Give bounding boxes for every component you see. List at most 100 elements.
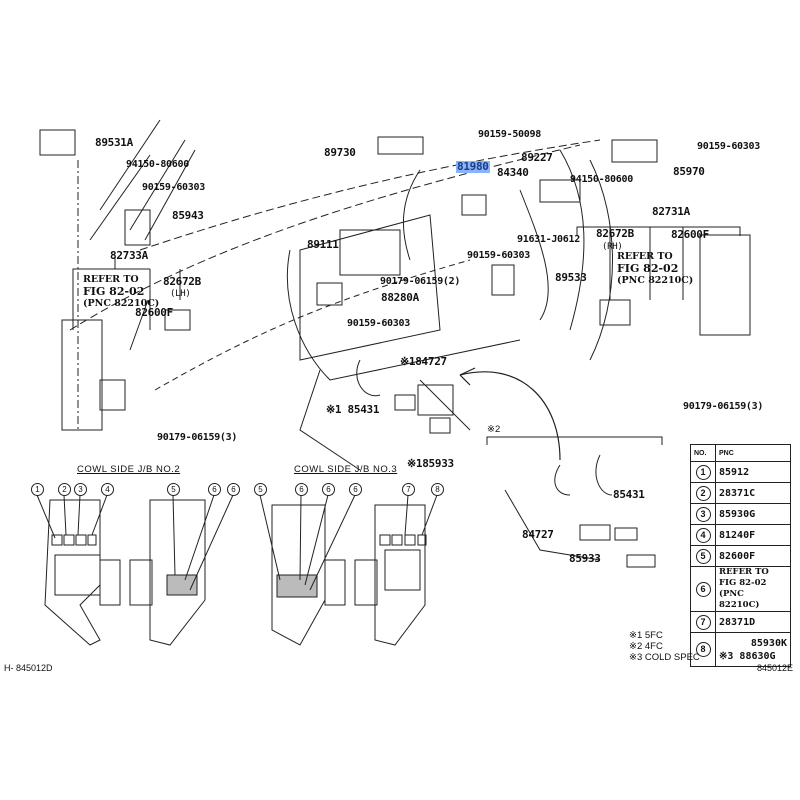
label-85431-star1[interactable]: ※1 85431 <box>326 403 380 416</box>
row-pnc[interactable]: REFER TO FIG 82-02 (PNC 82210C) <box>715 566 791 612</box>
module-89227 <box>539 179 581 203</box>
arrow-head <box>459 367 476 386</box>
label-82672b-rh[interactable]: 82672B <box>596 227 634 240</box>
label-91631-j0612[interactable]: 91631-J0612 <box>517 234 580 245</box>
label-85970[interactable]: 85970 <box>673 165 705 178</box>
jb2-title: COWL SIDE J/B NO.2 <box>77 464 181 475</box>
row-number: 8 <box>695 642 711 657</box>
row-pnc[interactable]: 81240F <box>715 524 791 546</box>
refer-right-line1: REFER TO <box>617 251 673 262</box>
inset-84727 <box>579 524 611 541</box>
row-pnc[interactable]: 28371C <box>715 482 791 504</box>
row6-line1: REFER TO <box>719 567 769 577</box>
label-85933-star1[interactable]: ※185933 <box>407 457 454 470</box>
callout-6-jb3-a: 6 <box>295 483 308 496</box>
label-rh: (RH) <box>602 242 623 252</box>
label-89531a[interactable]: 89531A <box>95 136 133 149</box>
row-pnc[interactable]: 82600F <box>715 545 791 567</box>
footer-left-code: H- 845012D <box>4 663 53 673</box>
label-84727-inset[interactable]: 84727 <box>522 528 554 541</box>
callout-5-jb3: 5 <box>254 483 267 496</box>
row-pnc[interactable]: 28371D <box>715 611 791 633</box>
callout-6-jb2-b: 6 <box>227 483 240 496</box>
jb2-rear-leaders <box>172 494 234 591</box>
row-number: 5 <box>695 548 711 564</box>
label-94150-80600-left[interactable]: 94150-80600 <box>126 159 189 170</box>
row6-line3: (PNC 82210C) <box>719 589 760 610</box>
header-pnc: PNC <box>715 444 791 462</box>
label-90159-60303-right[interactable]: 90159-60303 <box>697 141 760 152</box>
label-89533[interactable]: 89533 <box>555 271 587 284</box>
callout-3: 3 <box>74 483 87 496</box>
callout-6-jb3-c: 6 <box>349 483 362 496</box>
label-84727-star1[interactable]: ※184727 <box>400 355 447 368</box>
label-85943[interactable]: 85943 <box>172 209 204 222</box>
pillar-line-2 <box>129 139 186 231</box>
refer-note-right: REFER TO FIG 82-02 (PNC 82210C) <box>617 251 693 287</box>
label-85431-inset[interactable]: 85431 <box>613 488 645 501</box>
pnc-table-header: NO. PNC <box>690 444 791 462</box>
dash-outline-lower <box>154 259 471 391</box>
jb3-front-leaders <box>259 494 356 591</box>
label-82600f-left[interactable]: 82600F <box>135 306 173 319</box>
label-81980-highlighted[interactable]: 81980 <box>456 160 490 173</box>
label-90179-06159-3-left[interactable]: 90179-06159(3) <box>157 432 238 443</box>
label-82731a[interactable]: 82731A <box>652 205 690 218</box>
inset-85933 <box>626 554 656 568</box>
switch-89730 <box>377 136 424 155</box>
note-1: ※1 5FC <box>629 630 663 641</box>
row-number: 4 <box>695 527 711 543</box>
right-dash-curve <box>519 189 549 321</box>
row-pnc[interactable]: 85912 <box>715 461 791 483</box>
pillar-line-1 <box>99 119 161 211</box>
label-90159-60303-left[interactable]: 90159-60303 <box>142 182 205 193</box>
refer-right-line3: (PNC 82210C) <box>617 275 694 286</box>
label-82672b-lh[interactable]: 82672B <box>163 275 201 288</box>
row-number: 2 <box>695 485 711 501</box>
label-84340[interactable]: 84340 <box>497 166 529 179</box>
inset-bracket <box>486 436 663 445</box>
refer-left-line1: REFER TO <box>83 274 139 285</box>
row-pnc[interactable]: 85930K ※3 88630G <box>715 632 791 667</box>
label-94150-80600-right[interactable]: 94150-80600 <box>570 174 633 185</box>
label-85933-inset[interactable]: 85933 <box>569 552 601 565</box>
label-90159-50098[interactable]: 90159-50098 <box>478 129 541 140</box>
module-85431 <box>394 394 416 411</box>
bracket-82733a <box>72 258 181 330</box>
note-2: ※2 4FC <box>629 641 663 652</box>
refer-right-line2: FIG 82-02 <box>617 262 679 275</box>
console-right <box>419 379 471 431</box>
table-row: 6 REFER TO FIG 82-02 (PNC 82210C) <box>690 566 791 612</box>
label-88280a[interactable]: 88280A <box>381 291 419 304</box>
row8-line2: ※3 88630G <box>719 650 776 662</box>
row-pnc[interactable]: 85930G <box>715 503 791 525</box>
right-door-curve-2 <box>559 149 585 331</box>
row-number: 7 <box>695 614 711 630</box>
jb3-title: COWL SIDE J/B NO.3 <box>294 464 398 475</box>
bracket-82672b-lh <box>164 309 191 331</box>
curved-arrow <box>459 371 561 461</box>
callout-2: 2 <box>58 483 71 496</box>
jb3-rear <box>354 504 427 646</box>
inset-mark: ※2 <box>487 424 501 435</box>
row-number: 6 <box>695 581 711 597</box>
label-89730[interactable]: 89730 <box>324 146 356 159</box>
callout-8: 8 <box>431 483 444 496</box>
refer-note-left: REFER TO FIG 82-02 (PNC 82210C) <box>83 274 159 310</box>
label-89227[interactable]: 89227 <box>521 151 553 164</box>
label-82600f-right[interactable]: 82600F <box>671 228 709 241</box>
label-90159-60303-center[interactable]: 90159-60303 <box>467 250 530 261</box>
leader-82600f-l <box>129 299 149 351</box>
label-82733a[interactable]: 82733A <box>110 249 148 262</box>
label-90179-06159-3-right[interactable]: 90179-06159(3) <box>683 401 764 412</box>
label-90179-06159-2[interactable]: 90179-06159(2) <box>380 276 461 287</box>
table-row: 8 85930K ※3 88630G <box>690 632 791 667</box>
label-90159-60303-lower[interactable]: 90159-60303 <box>347 318 410 329</box>
label-89111[interactable]: 89111 <box>307 238 339 251</box>
